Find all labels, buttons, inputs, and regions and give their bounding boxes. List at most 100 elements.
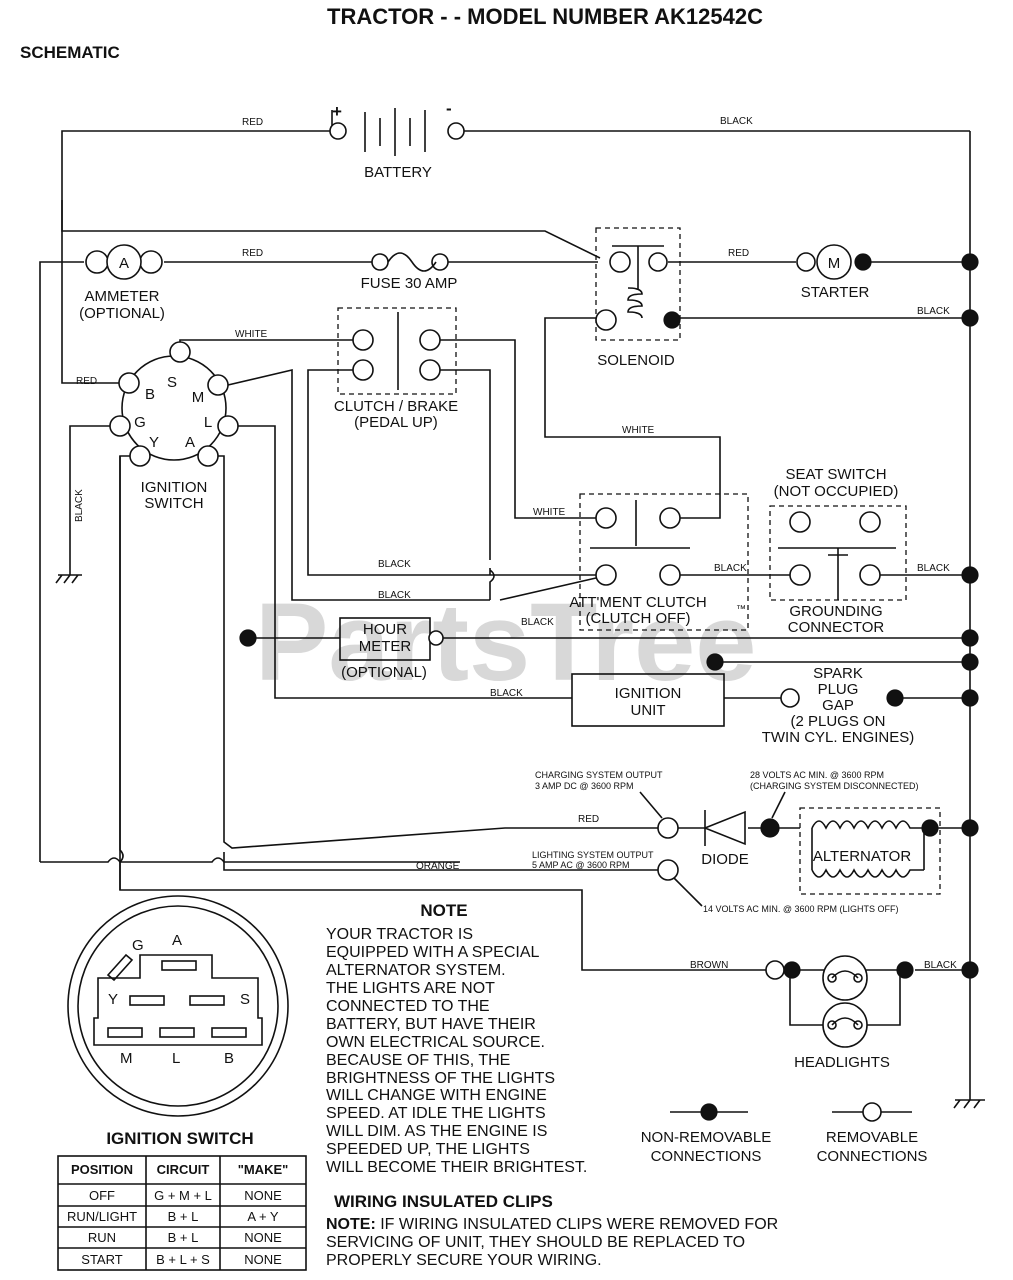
clips-heading: WIRING INSULATED CLIPS [334, 1192, 553, 1211]
note-line: OWN ELECTRICAL SOURCE. [326, 1034, 545, 1051]
ignition-unit-label: IGNITION [615, 685, 682, 702]
clutch-brake-switch: CLUTCH / BRAKE (PEDAL UP) [334, 307, 458, 431]
wire-red-4: RED [76, 376, 97, 387]
switch-letter-l: L [172, 1050, 180, 1067]
ignition-switch: B S M G L Y A IGNITION SWITCH [109, 341, 239, 512]
terminal-a: A [185, 434, 195, 451]
clips-note-line-2: SERVICING OF UNIT, THEY SHOULD BE REPLAC… [326, 1234, 745, 1251]
ignition-unit-label-2: UNIT [631, 702, 666, 719]
diode: DIODE [657, 810, 780, 868]
grounding-connector-label: GROUNDING [789, 603, 882, 620]
note-line: THE LIGHTS ARE NOT [326, 980, 495, 997]
terminal-l: L [204, 414, 212, 431]
volts-28: 28 VOLTS AC MIN. @ 3600 RPM [750, 770, 884, 780]
watermark: PartsTree [255, 581, 756, 704]
spark-plug-label-3: GAP [822, 697, 854, 714]
diode-label: DIODE [701, 851, 749, 868]
solenoid-label: SOLENOID [597, 352, 675, 369]
switch-letter-s: S [240, 991, 250, 1008]
note-line: BRIGHTNESS OF THE LIGHTS [326, 1070, 555, 1087]
starter-symbol: M [828, 255, 841, 272]
table-cell: START [81, 1252, 122, 1267]
wire-red-1: RED [242, 117, 263, 128]
wire-black-4: BLACK [714, 563, 747, 574]
switch-letter-m: M [120, 1050, 133, 1067]
schematic-subtitle: SCHEMATIC [20, 43, 120, 62]
alternator: ALTERNATOR [657, 807, 941, 895]
page-title: TRACTOR - - MODEL NUMBER AK12542C [327, 4, 763, 29]
seat-switch: SEAT SWITCH (NOT OCCUPIED) GROUNDING CON… [769, 466, 907, 636]
attachment-clutch-state: (CLUTCH OFF) [586, 610, 691, 627]
wire-labels: RED BLACK RED RED BLACK WHITE RED WHITE … [74, 116, 957, 971]
note-line: CONNECTED TO THE [326, 998, 490, 1015]
note-block: NOTE YOUR TRACTOR IS EQUIPPED WITH A SPE… [326, 901, 587, 1176]
spark-plug-label-5: TWIN CYL. ENGINES) [762, 729, 915, 746]
clips-note-line-3: PROPERLY SECURE YOUR WIRING. [326, 1252, 602, 1269]
watermark-tm: ™ [736, 604, 746, 615]
terminal-y: Y [149, 434, 159, 451]
terminal-g: G [134, 414, 146, 431]
ammeter: A AMMETER (OPTIONAL) [79, 244, 165, 322]
clutch-brake-state: (PEDAL UP) [354, 414, 438, 431]
note-line: ALTERNATOR SYSTEM. [326, 962, 506, 979]
battery: + - BATTERY [329, 99, 465, 181]
lighting-output: LIGHTING SYSTEM OUTPUT [532, 850, 654, 860]
headlights: HEADLIGHTS [765, 955, 914, 1071]
removable-label-2: CONNECTIONS [817, 1148, 928, 1165]
table-cell: B + L [168, 1209, 199, 1224]
table-cell: NONE [244, 1252, 282, 1267]
ignition-switch-label-2: SWITCH [144, 495, 203, 512]
table-cell: OFF [89, 1188, 115, 1203]
alternator-label: ALTERNATOR [813, 848, 912, 865]
connection-legend: NON-REMOVABLE CONNECTIONS REMOVABLE CONN… [641, 1102, 928, 1165]
clutch-brake-label: CLUTCH / BRAKE [334, 398, 458, 415]
note-line: WILL DIM. AS THE ENGINE IS [326, 1123, 547, 1140]
note-line: SPEED. AT IDLE THE LIGHTS [326, 1105, 546, 1122]
note-line: WILL CHANGE WITH ENGINE [326, 1087, 547, 1104]
note-heading: NOTE [420, 901, 467, 920]
spark-plug-label: SPARK [813, 665, 863, 682]
seat-switch-state: (NOT OCCUPIED) [774, 483, 899, 500]
ignition-switch-label: IGNITION [141, 479, 208, 496]
note-line: YOUR TRACTOR IS [326, 926, 473, 943]
solenoid: SOLENOID [595, 227, 681, 369]
hour-meter-label: HOUR [363, 621, 407, 638]
spec-annotations: CHARGING SYSTEM OUTPUT 3 AMP DC @ 3600 R… [532, 770, 919, 914]
fuse-label: FUSE 30 AMP [361, 275, 458, 292]
clips-note-label: NOTE: [326, 1216, 376, 1233]
wire-black-8: BLACK [490, 688, 523, 699]
starter-label: STARTER [801, 284, 870, 301]
switch-letter-g: G [132, 937, 144, 954]
wire-black-2: BLACK [917, 306, 950, 317]
switch-letter-a: A [172, 932, 182, 949]
table-cell: RUN/LIGHT [67, 1209, 137, 1224]
headlights-label: HEADLIGHTS [794, 1054, 890, 1071]
spark-plug-label-4: (2 PLUGS ON [790, 713, 885, 730]
non-removable-symbol [700, 1103, 718, 1121]
charging-output: CHARGING SYSTEM OUTPUT [535, 770, 663, 780]
table-header: CIRCUIT [157, 1162, 210, 1177]
clips-note: WIRING INSULATED CLIPS NOTE: IF WIRING I… [326, 1192, 778, 1269]
ammeter-optional: (OPTIONAL) [79, 305, 165, 322]
table-cell: NONE [244, 1230, 282, 1245]
table-header: POSITION [71, 1162, 133, 1177]
spark-plug-label-2: PLUG [818, 681, 859, 698]
wire-orange: ORANGE [416, 861, 460, 872]
terminal-s: S [167, 374, 177, 391]
terminal-m: M [192, 389, 205, 406]
wire-white-3: WHITE [533, 507, 566, 518]
ignition-switch-face: G A Y S M L B IGNITION SWITCH [67, 895, 289, 1148]
wire-brown: BROWN [690, 960, 728, 971]
switch-diagram-title: IGNITION SWITCH [106, 1129, 253, 1148]
grounding-connector-label-2: CONNECTOR [788, 619, 885, 636]
clips-note-line-1: IF WIRING INSULATED CLIPS WERE REMOVED F… [376, 1216, 778, 1233]
battery-minus: - [446, 99, 452, 118]
table-cell: B + L [168, 1230, 199, 1245]
wire-black-3: BLACK [378, 559, 411, 570]
terminal-b: B [145, 386, 155, 403]
wire-black-6: BLACK [378, 590, 411, 601]
wire-red-3: RED [728, 248, 749, 259]
ammeter-label: AMMETER [85, 288, 160, 305]
wire-black-9: BLACK [924, 960, 957, 971]
